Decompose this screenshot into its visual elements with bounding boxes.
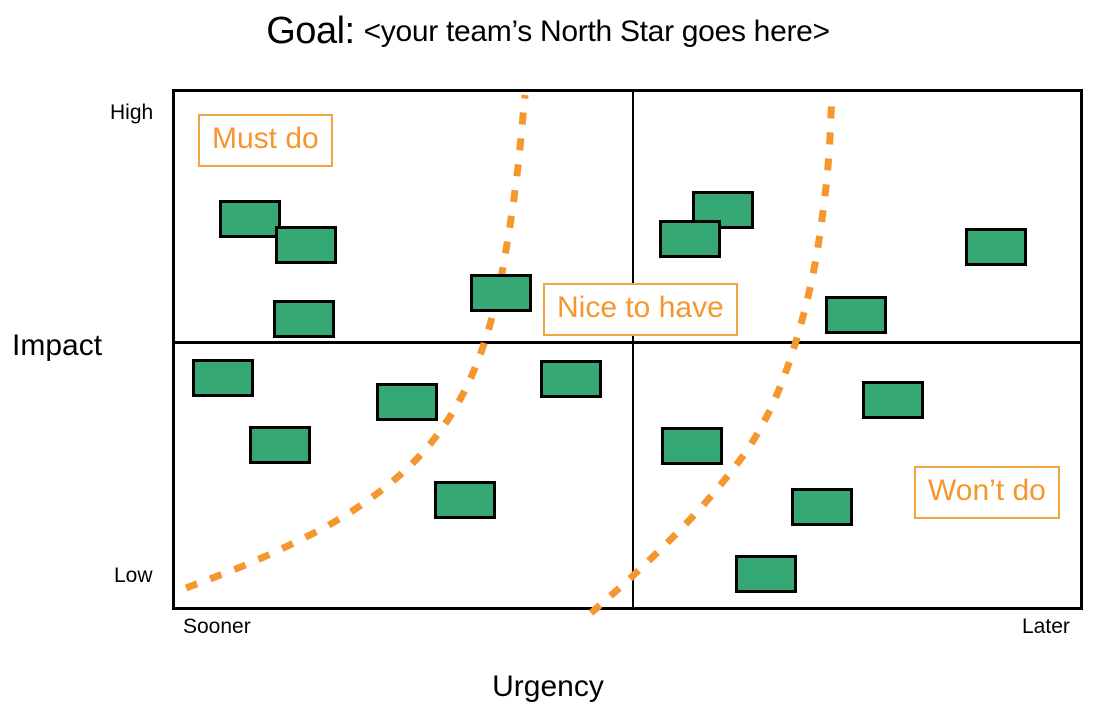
backlog-item-card[interactable] (791, 488, 853, 526)
backlog-item-card[interactable] (661, 427, 723, 465)
y-axis-tick-low: Low (114, 564, 153, 587)
x-axis-tick-sooner: Sooner (183, 615, 251, 638)
backlog-item-card[interactable] (434, 481, 496, 519)
backlog-item-card[interactable] (540, 360, 602, 398)
page-title: Goal: <your team’s North Star goes here> (0, 0, 1096, 62)
backlog-item-card[interactable] (965, 228, 1027, 266)
backlog-item-card[interactable] (825, 296, 887, 334)
x-axis-tick-later: Later (1022, 615, 1070, 638)
priority-matrix-plot-area (172, 89, 1083, 610)
quadrant-tag-wont-do[interactable]: Won’t do (914, 466, 1060, 519)
backlog-item-card[interactable] (470, 274, 532, 312)
backlog-item-card[interactable] (659, 220, 721, 258)
page-title-prefix: Goal: (266, 10, 355, 52)
page-title-placeholder: <your team’s North Star goes here> (363, 15, 830, 48)
x-axis-label: Urgency (492, 670, 604, 703)
quadrant-divider-vertical (632, 92, 634, 610)
backlog-item-card[interactable] (275, 226, 337, 264)
backlog-item-card[interactable] (219, 200, 281, 238)
backlog-item-card[interactable] (376, 383, 438, 421)
backlog-item-card[interactable] (862, 381, 924, 419)
backlog-item-card[interactable] (735, 555, 797, 593)
backlog-item-card[interactable] (273, 300, 335, 338)
quadrant-tag-must-do[interactable]: Must do (198, 114, 333, 167)
y-axis-label: Impact (12, 329, 103, 362)
y-axis-tick-high: High (110, 101, 154, 124)
quadrant-divider-horizontal (175, 341, 1080, 344)
backlog-item-card[interactable] (192, 359, 254, 397)
backlog-item-card[interactable] (249, 426, 311, 464)
quadrant-tag-nice-to-have[interactable]: Nice to have (543, 283, 738, 336)
